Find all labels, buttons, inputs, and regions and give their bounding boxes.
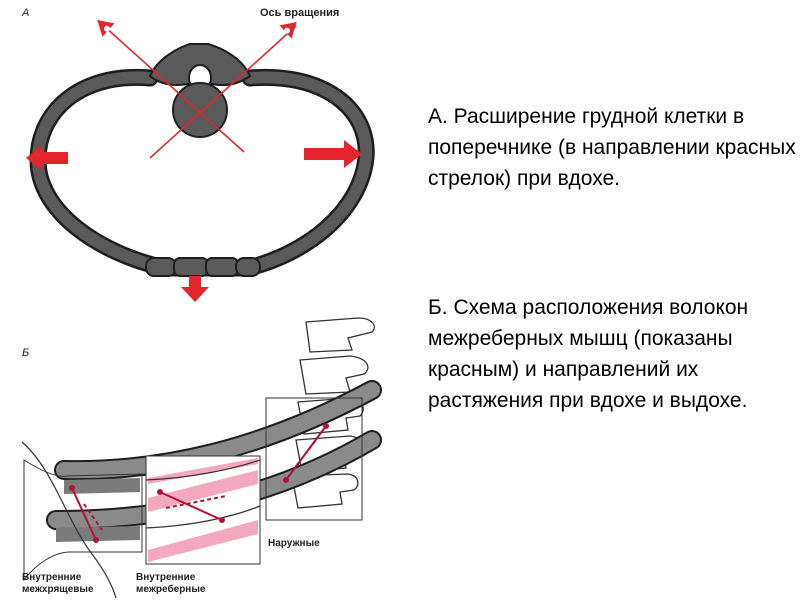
panel-b: Б xyxy=(21,317,382,599)
caption-panel-a: А. Расширение грудной клетки в поперечни… xyxy=(428,105,796,190)
axis-marker-right-icon xyxy=(279,21,297,39)
rotation-axes xyxy=(103,25,297,159)
label-internal-intercartilage-1: Внутренние xyxy=(22,572,82,583)
label-outer: Наружные xyxy=(268,538,320,549)
label-internal-intercostal-1: Внутренние xyxy=(136,572,196,583)
arrow-right-icon xyxy=(304,140,362,168)
axis-marker-left-icon xyxy=(97,19,115,37)
vertebra xyxy=(148,43,252,138)
caption-panel-b: Б. Схема расположения волокон межреберны… xyxy=(428,296,749,412)
detail-window-middle xyxy=(145,455,261,565)
detail-window-right xyxy=(265,397,363,521)
panel-a-letter: А xyxy=(21,7,29,19)
rotation-axis-label: Ось вращения xyxy=(260,7,339,19)
label-internal-intercartilage-2: межхрящевые xyxy=(22,584,94,595)
panel-b-letter: Б xyxy=(22,347,29,359)
label-internal-intercostal-2: межреберные xyxy=(136,583,206,595)
sternum xyxy=(145,257,261,277)
body-outline xyxy=(21,441,117,599)
arrow-left-icon xyxy=(26,145,68,171)
panel-a: А Ось вращения xyxy=(21,7,375,302)
arrow-down-icon xyxy=(181,276,209,302)
